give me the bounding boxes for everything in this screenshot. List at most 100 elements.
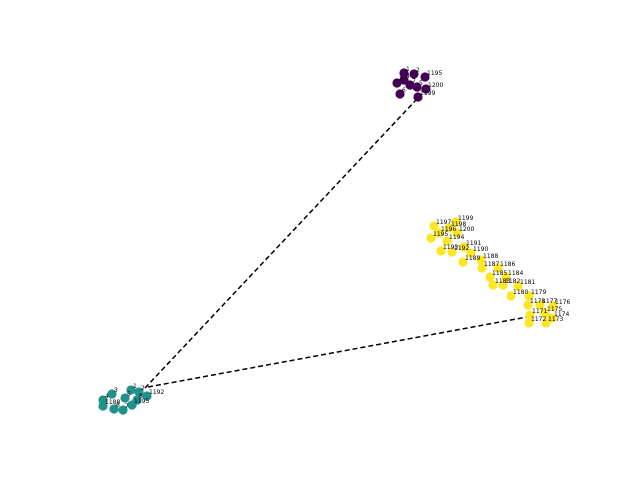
- point-label: 1: [133, 383, 137, 390]
- data-point: [476, 255, 486, 265]
- data-point: [498, 280, 508, 290]
- data-point: [444, 223, 454, 233]
- data-point: [513, 281, 523, 291]
- point-label: 6: [116, 402, 120, 409]
- point-label: 1190: [473, 246, 488, 253]
- point-label: 4: [406, 73, 410, 80]
- data-point: [107, 389, 117, 399]
- data-point: [442, 236, 452, 246]
- point-label: 1177: [542, 298, 557, 305]
- edge-1: [147, 316, 528, 388]
- data-point: [434, 228, 444, 238]
- data-point: [493, 263, 503, 273]
- data-point: [525, 310, 535, 320]
- point-label: 1195: [134, 398, 149, 405]
- point-label: 1197: [436, 219, 451, 226]
- data-point: [458, 257, 468, 267]
- data-point: [98, 401, 108, 411]
- point-label: 1188: [105, 399, 120, 406]
- data-point: [485, 272, 495, 282]
- point-label: 1195: [433, 231, 448, 238]
- point-label: 6: [402, 87, 406, 94]
- point-label: 1183: [495, 278, 510, 285]
- point-label: 1200: [459, 226, 474, 233]
- data-point: [412, 82, 422, 92]
- point-label: 7: [412, 78, 416, 85]
- data-point: [436, 246, 446, 256]
- data-point: [118, 405, 128, 415]
- data-point: [459, 242, 469, 252]
- data-point: [535, 300, 545, 310]
- data-point: [426, 233, 436, 243]
- point-label: 1184: [508, 270, 523, 277]
- point-label: 8: [139, 393, 143, 400]
- point-label: 1194: [449, 234, 464, 241]
- point-label: 1187: [484, 261, 499, 268]
- data-point: [399, 68, 409, 78]
- data-point: [120, 393, 130, 403]
- point-label: 1181: [520, 279, 535, 286]
- data-point: [392, 78, 402, 88]
- data-point: [451, 217, 461, 227]
- data-point: [420, 72, 430, 82]
- point-label: 1172: [531, 316, 546, 323]
- point-label: 1191: [466, 240, 481, 247]
- data-point: [466, 248, 476, 258]
- data-point: [405, 80, 415, 90]
- point-label: 1171: [532, 308, 547, 315]
- data-point: [540, 308, 550, 318]
- point-label: 1199: [458, 215, 473, 222]
- data-point: [506, 291, 516, 301]
- point-label: 7: [125, 403, 129, 410]
- point-label: 1188: [483, 253, 498, 260]
- point-layer: [98, 68, 558, 415]
- data-point: [452, 228, 462, 238]
- point-label: 1180: [513, 289, 528, 296]
- data-point: [523, 300, 533, 310]
- data-point: [395, 89, 405, 99]
- point-label: 1186: [500, 261, 515, 268]
- point-label: 1196: [441, 226, 456, 233]
- point-label: 1185: [492, 270, 507, 277]
- point-label: 1182: [505, 278, 520, 285]
- data-point: [541, 318, 551, 328]
- data-point: [142, 391, 152, 401]
- point-label: 1193: [443, 244, 458, 251]
- point-label: 1178: [530, 298, 545, 305]
- point-label: 1199: [420, 90, 435, 97]
- point-label: 2: [141, 385, 145, 392]
- point-label: 1175: [547, 306, 562, 313]
- point-label: 1189: [465, 255, 480, 262]
- point-label: 1192: [454, 245, 469, 252]
- point-label: 2: [416, 67, 420, 74]
- point-label: 4: [105, 393, 109, 400]
- data-point: [524, 291, 534, 301]
- data-point: [429, 221, 439, 231]
- point-label: 1: [406, 66, 410, 73]
- data-point: [524, 318, 534, 328]
- data-point: [109, 404, 119, 414]
- edge-0: [144, 99, 417, 389]
- data-point: [126, 385, 136, 395]
- point-label: 1173: [548, 316, 563, 323]
- data-point: [548, 301, 558, 311]
- edge-layer: [144, 99, 528, 389]
- data-point: [421, 84, 431, 94]
- data-point: [447, 247, 457, 257]
- point-label: 3: [114, 387, 118, 394]
- point-label: 1198: [451, 221, 466, 228]
- data-point: [477, 263, 487, 273]
- point-label: 1174: [554, 311, 569, 318]
- data-point: [488, 280, 498, 290]
- point-label: 1179: [531, 289, 546, 296]
- point-label: 3: [399, 76, 403, 83]
- data-point: [501, 272, 511, 282]
- data-point: [413, 92, 423, 102]
- point-label: 5: [127, 391, 131, 398]
- point-label: 1195: [427, 70, 442, 77]
- data-point: [134, 387, 144, 397]
- point-label: 1200: [428, 82, 443, 89]
- point-label: 1192: [149, 389, 164, 396]
